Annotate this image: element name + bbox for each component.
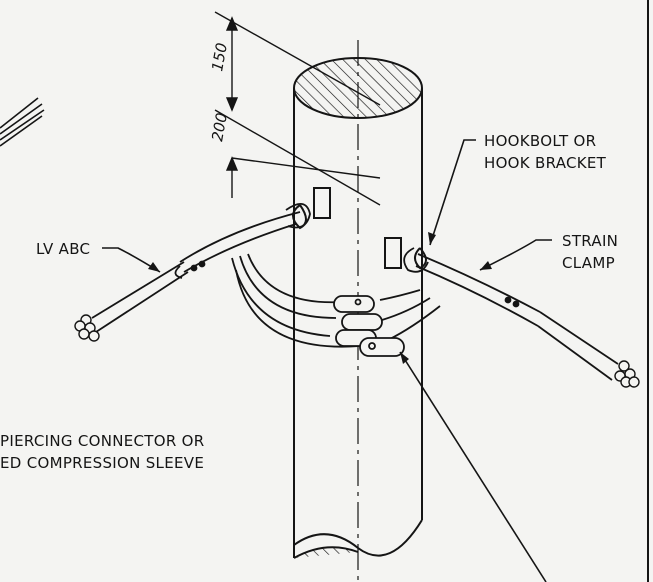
leader-connector — [399, 351, 547, 582]
left-strain-clamp — [91, 203, 311, 333]
hook-bracket-left — [313, 187, 331, 219]
right-cable-bundle-end — [614, 360, 640, 388]
label-connector-line2: ED COMPRESSION SLEEVE — [0, 454, 204, 472]
dimension-200: 200 — [208, 111, 231, 142]
right-strain-clamp — [403, 247, 619, 381]
label-hookbolt-line2: HOOK BRACKET — [484, 154, 607, 172]
label-strain-line2: CLAMP — [562, 254, 615, 272]
dimension-lines — [214, 11, 381, 206]
leader-hookbolt — [429, 139, 476, 246]
label-hookbolt-line1: HOOKBOLT OR — [484, 132, 596, 150]
dimension-150: 150 — [208, 41, 231, 72]
leader-strain — [479, 239, 552, 271]
hook-brackets — [292, 187, 427, 270]
piercing-connectors — [333, 295, 405, 357]
label-connector-line1: PIERCING CONNECTOR OR — [0, 432, 205, 450]
label-strain-line1: STRAIN — [562, 232, 618, 250]
left-cable-bundle-end — [74, 314, 100, 342]
hook-bracket-right — [384, 237, 402, 269]
upper-left-cable-fragment — [0, 97, 45, 147]
label-lv-abc: LV ABC — [36, 240, 90, 258]
